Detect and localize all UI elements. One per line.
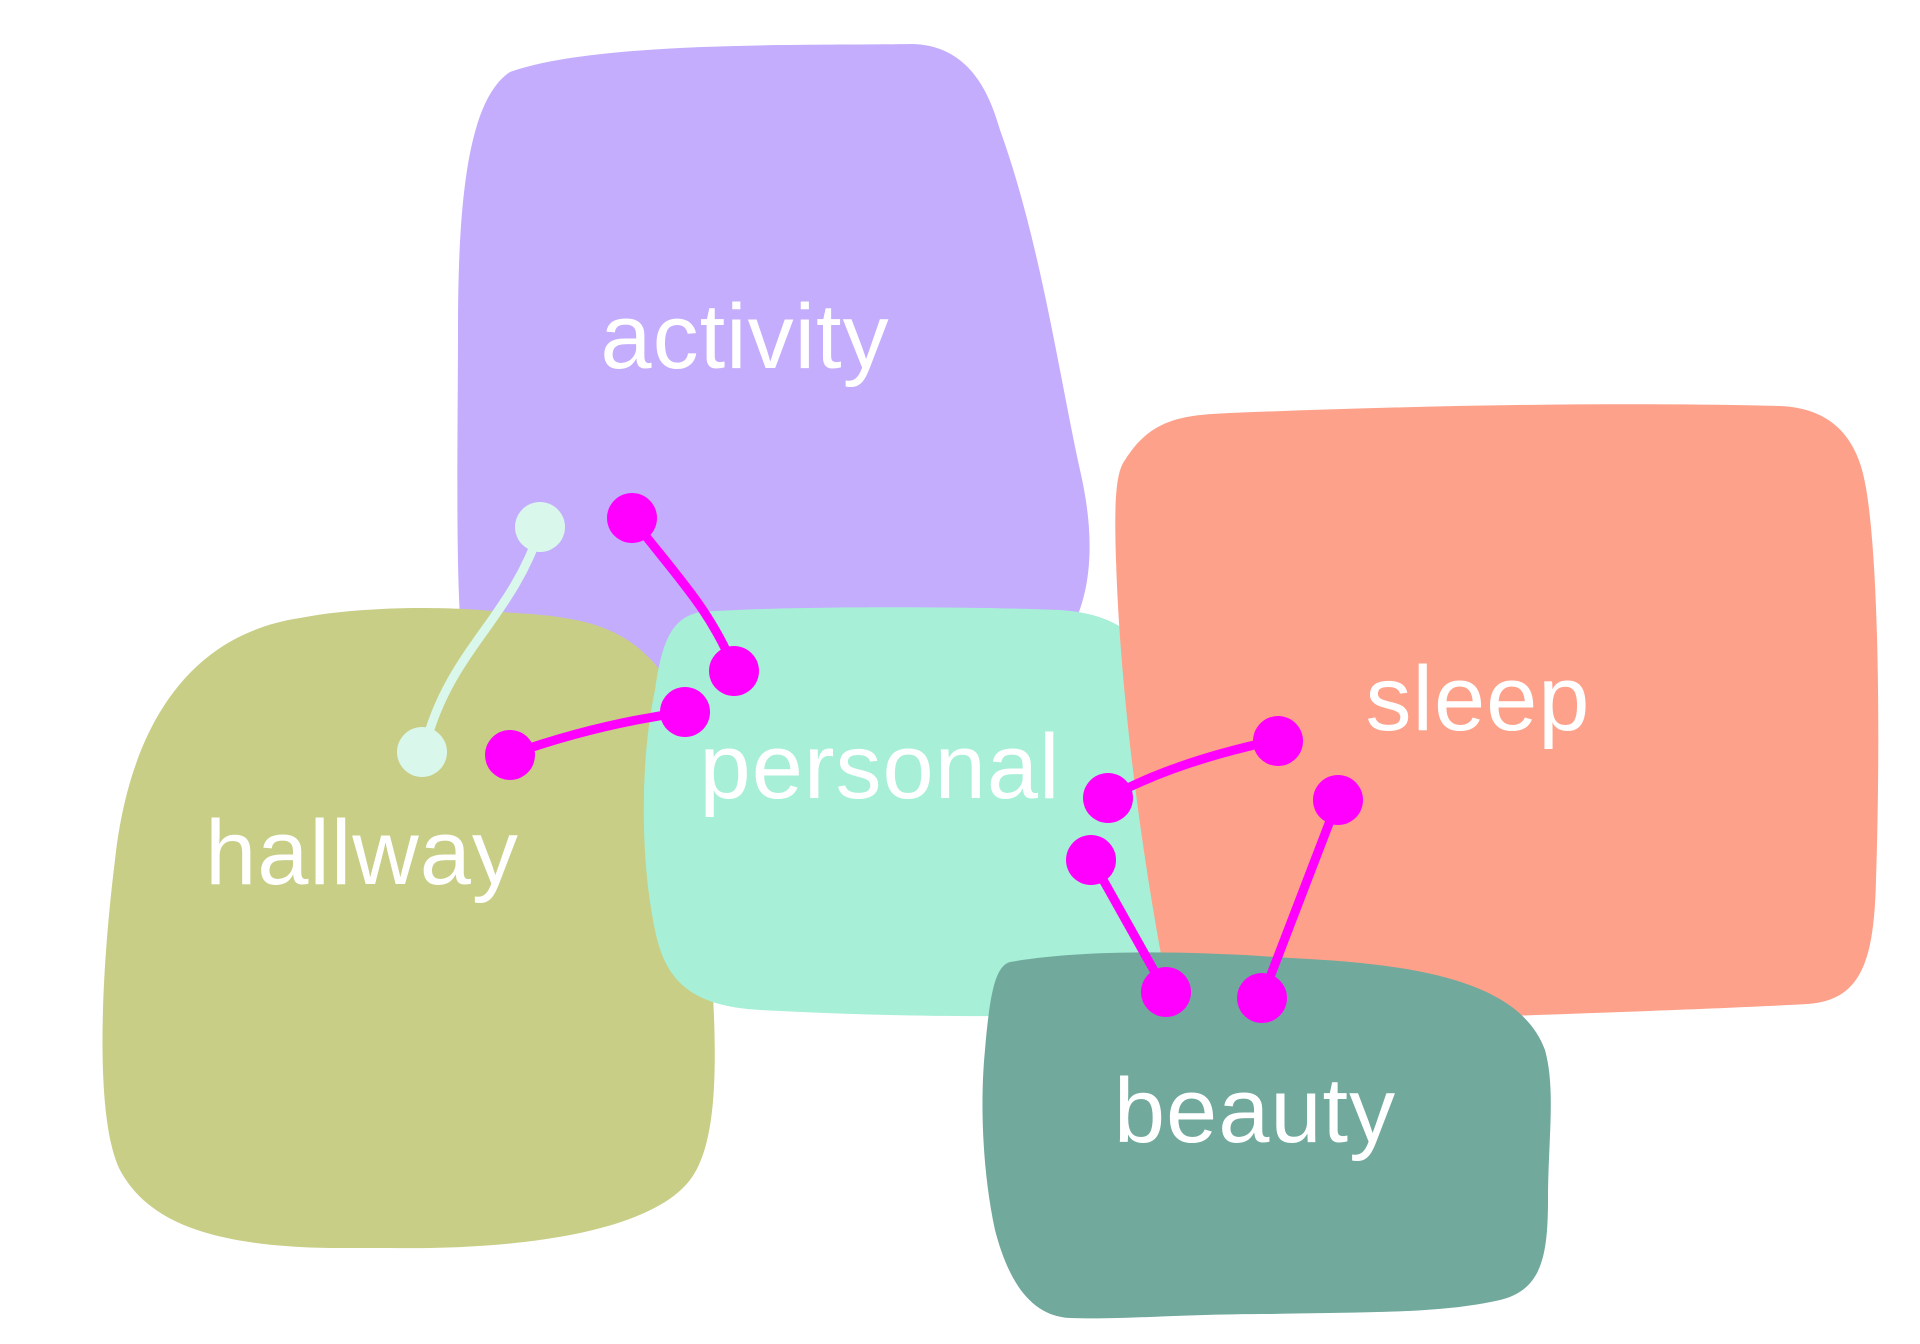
endpoint-hallway-personal-b xyxy=(660,687,710,737)
endpoint-personal-sleep-b xyxy=(1253,716,1303,766)
endpoint-activity-hallway-a xyxy=(515,502,565,552)
label-beauty: beauty xyxy=(1114,1060,1396,1162)
area-beauty xyxy=(982,952,1551,1319)
endpoint-hallway-personal-a xyxy=(485,730,535,780)
label-activity: activity xyxy=(600,286,889,388)
label-personal: personal xyxy=(700,716,1061,818)
label-sleep: sleep xyxy=(1366,648,1591,750)
endpoint-activity-hallway-b xyxy=(397,727,447,777)
label-hallway: hallway xyxy=(205,802,519,904)
connection-activity-hallway xyxy=(420,525,545,751)
endpoint-sleep-beauty-a xyxy=(1313,775,1363,825)
connection-sleep-beauty xyxy=(1257,795,1343,1003)
area-activity xyxy=(457,44,1090,715)
area-sleep xyxy=(1115,404,1879,1025)
connection-personal-beauty xyxy=(1087,855,1171,997)
area-personal xyxy=(643,607,1191,1017)
connection-endpoints xyxy=(397,493,1363,1023)
endpoint-activity-personal-a xyxy=(607,493,657,543)
endpoint-activity-personal-b xyxy=(709,646,759,696)
endpoint-personal-beauty-a xyxy=(1066,835,1116,885)
area-hallway xyxy=(102,608,715,1249)
endpoint-personal-sleep-a xyxy=(1083,773,1133,823)
endpoint-personal-beauty-b xyxy=(1141,967,1191,1017)
endpoint-sleep-beauty-b xyxy=(1237,973,1287,1023)
